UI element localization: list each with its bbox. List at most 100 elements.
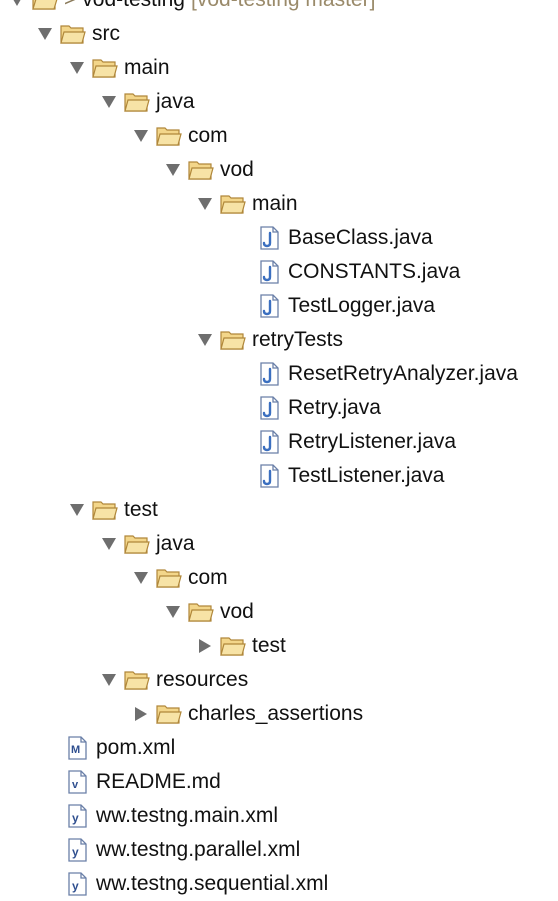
project-folder-icon xyxy=(32,0,58,13)
folder-open-icon xyxy=(156,123,182,149)
tree-label: ww.testng.main.xml xyxy=(96,804,279,827)
tree-row-test-com[interactable]: com xyxy=(0,561,558,595)
tree-row-main[interactable]: main xyxy=(0,51,558,85)
tree-label: retryTests xyxy=(252,328,344,351)
tree-row-test[interactable]: test xyxy=(0,493,558,527)
tree-label: README.md xyxy=(96,770,221,793)
tree-row-com[interactable]: com xyxy=(0,119,558,153)
svg-text:y: y xyxy=(72,845,79,859)
folder-open-icon xyxy=(124,531,150,557)
tree-row-file[interactable]: TestListener.java xyxy=(0,459,558,493)
tree-row-resources[interactable]: resources xyxy=(0,663,558,697)
tree-label: charles_assertions xyxy=(188,702,364,725)
tree-label: vod xyxy=(220,600,254,623)
expanded-arrow-icon[interactable] xyxy=(196,331,214,349)
tree-label: test xyxy=(252,634,286,657)
folder-open-icon xyxy=(124,89,150,115)
svg-text:v: v xyxy=(72,779,79,791)
tree-label: ww.testng.sequential.xml xyxy=(96,872,329,895)
tree-label: vod xyxy=(220,158,254,181)
expanded-arrow-icon[interactable] xyxy=(100,535,118,553)
tree-label: pom.xml xyxy=(96,736,176,759)
maven-pom-file-icon: M xyxy=(64,735,90,761)
tree-row-vod[interactable]: vod xyxy=(0,153,558,187)
tree-row-file[interactable]: RetryListener.java xyxy=(0,425,558,459)
tree-label: TestListener.java xyxy=(288,464,445,487)
tree-row-file[interactable]: TestLogger.java xyxy=(0,289,558,323)
tree-row-retrytests[interactable]: retryTests xyxy=(0,323,558,357)
tree-label: main xyxy=(124,56,170,79)
expanded-arrow-icon[interactable] xyxy=(164,603,182,621)
tree-row-project[interactable]: > vod-testing [vod-testing master] xyxy=(0,0,558,17)
yaml-file-icon: y xyxy=(64,803,90,829)
expanded-arrow-icon[interactable] xyxy=(68,501,86,519)
folder-open-icon xyxy=(92,55,118,81)
tree-label: BaseClass.java xyxy=(288,226,433,249)
svg-text:y: y xyxy=(72,811,79,825)
source-folder-icon xyxy=(60,21,86,47)
expanded-arrow-icon[interactable] xyxy=(132,127,150,145)
tree-label: test xyxy=(124,498,158,521)
project-name: vod-testing xyxy=(82,0,185,17)
expanded-arrow-icon[interactable] xyxy=(164,161,182,179)
tree-row-java[interactable]: java xyxy=(0,85,558,119)
expanded-arrow-icon[interactable] xyxy=(8,0,26,9)
tree-label: CONSTANTS.java xyxy=(288,260,461,283)
tree-label: com xyxy=(188,124,228,147)
tree-row-file[interactable]: y ww.testng.main.xml xyxy=(0,799,558,833)
tree-label: ww.testng.parallel.xml xyxy=(96,838,301,861)
tree-row-src[interactable]: src xyxy=(0,17,558,51)
tree-label: resources xyxy=(156,668,249,691)
tree-row-file[interactable]: y ww.testng.parallel.xml xyxy=(0,833,558,867)
expanded-arrow-icon[interactable] xyxy=(100,93,118,111)
tree-row-file[interactable]: M pom.xml xyxy=(0,731,558,765)
tree-label: src xyxy=(92,22,120,45)
java-file-icon xyxy=(256,429,282,455)
tree-label: main xyxy=(252,192,298,215)
markdown-file-icon: v xyxy=(64,769,90,795)
folder-open-icon xyxy=(188,157,214,183)
tree-row-test-vod-test[interactable]: test xyxy=(0,629,558,663)
folder-open-icon xyxy=(220,633,246,659)
project-dirty-marker: > xyxy=(64,0,76,17)
java-file-icon xyxy=(256,361,282,387)
expanded-arrow-icon[interactable] xyxy=(36,25,54,43)
folder-open-icon xyxy=(156,701,182,727)
folder-open-icon xyxy=(188,599,214,625)
java-file-icon xyxy=(256,293,282,319)
tree-row-file[interactable]: BaseClass.java xyxy=(0,221,558,255)
tree-label: java xyxy=(156,90,195,113)
java-file-icon xyxy=(256,395,282,421)
folder-open-icon xyxy=(124,667,150,693)
java-file-icon xyxy=(256,225,282,251)
tree-label: Retry.java xyxy=(288,396,381,419)
java-file-icon xyxy=(256,463,282,489)
expanded-arrow-icon[interactable] xyxy=(68,59,86,77)
tree-row-file[interactable]: y ww.testng.sequential.xml xyxy=(0,867,558,901)
expanded-arrow-icon[interactable] xyxy=(100,671,118,689)
expanded-arrow-icon[interactable] xyxy=(132,569,150,587)
tree-row-file[interactable]: Retry.java xyxy=(0,391,558,425)
tree-row-file[interactable]: v README.md xyxy=(0,765,558,799)
tree-label: com xyxy=(188,566,228,589)
collapsed-arrow-icon[interactable] xyxy=(196,637,214,655)
tree-label: TestLogger.java xyxy=(288,294,436,317)
tree-row-charles-assertions[interactable]: charles_assertions xyxy=(0,697,558,731)
folder-open-icon xyxy=(92,497,118,523)
tree-row-test-vod[interactable]: vod xyxy=(0,595,558,629)
folder-open-icon xyxy=(220,327,246,353)
tree-row-test-java[interactable]: java xyxy=(0,527,558,561)
project-repo-label: [vod-testing master] xyxy=(191,0,375,17)
java-file-icon xyxy=(256,259,282,285)
folder-open-icon xyxy=(156,565,182,591)
folder-open-icon xyxy=(220,191,246,217)
tree-row-file[interactable]: ResetRetryAnalyzer.java xyxy=(0,357,558,391)
yaml-file-icon: y xyxy=(64,837,90,863)
svg-text:y: y xyxy=(72,879,79,893)
tree-label: java xyxy=(156,532,195,555)
collapsed-arrow-icon[interactable] xyxy=(132,705,150,723)
tree-row-vod-main[interactable]: main xyxy=(0,187,558,221)
yaml-file-icon: y xyxy=(64,871,90,897)
expanded-arrow-icon[interactable] xyxy=(196,195,214,213)
tree-row-file[interactable]: CONSTANTS.java xyxy=(0,255,558,289)
